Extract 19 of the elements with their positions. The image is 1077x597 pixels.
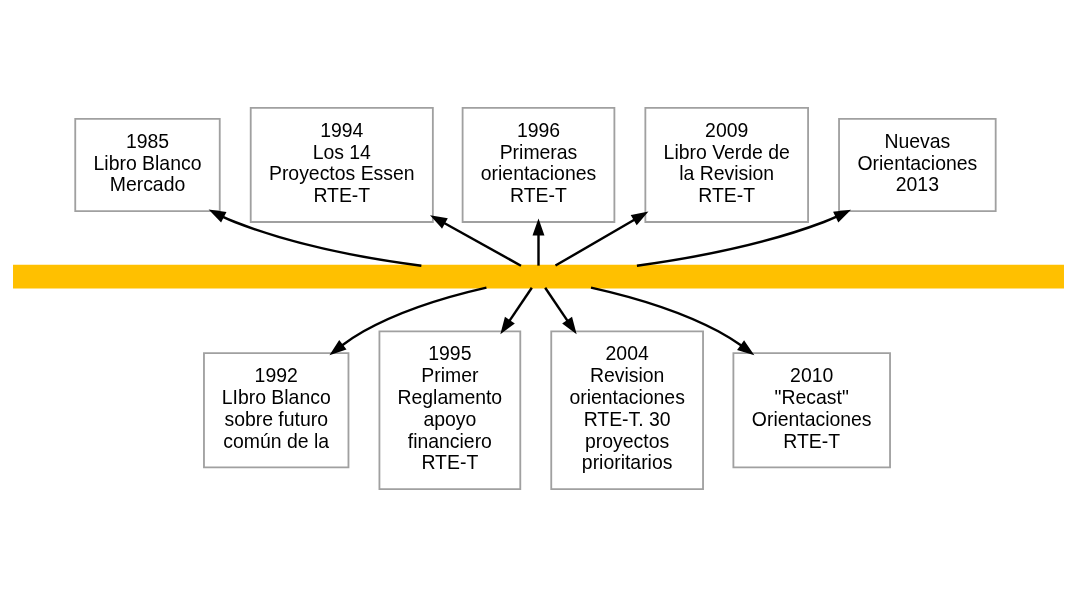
- node-box: 2009 Libro Verde de la Revision RTE-T: [644, 106, 809, 223]
- arrow: [636, 209, 852, 267]
- node-bar: [13, 264, 1064, 289]
- arrow: [590, 286, 755, 356]
- node-box: Nuevas Orientaciones 2013: [838, 117, 997, 212]
- node-box: 2004 Revision orientaciones RTE-T. 30 proyectos prioritarios: [550, 330, 704, 491]
- node-box: 1994 Los 14 Proyectos Essen RTE-T: [249, 106, 434, 223]
- node-box: 1995 Primer Reglamento apoyo financiero RTE-T: [378, 330, 522, 491]
- arrow: [430, 215, 522, 267]
- arrow: [532, 218, 545, 266]
- arrow: [554, 211, 649, 267]
- node-box: 1985 Libro Blanco Mercado: [74, 117, 221, 212]
- arrow: [500, 287, 533, 335]
- node-box: 1996 Primeras orientaciones RTE-T: [461, 106, 616, 223]
- arrow: [208, 209, 422, 267]
- arrow: [544, 287, 577, 335]
- node-box: 1992 LIbro Blanco sobre futuro común de la: [203, 352, 350, 469]
- node-box: 2010 "Recast" Orientaciones RTE-T: [732, 352, 891, 469]
- arrow: [329, 286, 487, 356]
